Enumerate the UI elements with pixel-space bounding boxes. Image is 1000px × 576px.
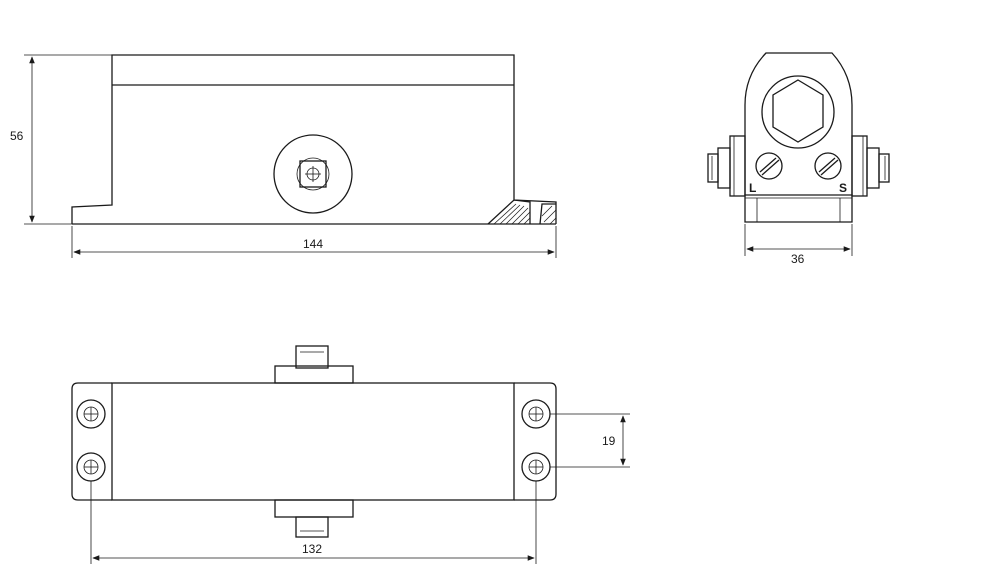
- dimension-label-width: 36: [791, 252, 805, 266]
- hatched-section: [487, 199, 557, 225]
- left-valve: [707, 135, 746, 197]
- end-view: L S 36: [707, 52, 890, 266]
- valve-mark-right: S: [839, 181, 847, 195]
- mounting-hole-bottom-left: [76, 452, 106, 482]
- dimension-label-hole-spacing-vertical: 19: [602, 434, 616, 448]
- dimension-label-hole-spacing-horizontal: 132: [302, 542, 322, 556]
- right-valve: [851, 135, 890, 197]
- side-view: 56 144: [10, 54, 557, 258]
- screw-left: [755, 152, 783, 180]
- mounting-hole-bottom-right: [521, 452, 551, 482]
- top-view: 19 132: [71, 345, 630, 564]
- dimension-label-height: 56: [10, 129, 24, 143]
- hole-spacing-vertical-dimension: 19: [550, 413, 630, 468]
- length-dimension: 144: [71, 226, 557, 258]
- dimension-label-length: 144: [303, 237, 323, 251]
- mounting-hole-top-right: [521, 399, 551, 429]
- width-dimension: 36: [744, 224, 853, 266]
- spindle-circle: [273, 134, 353, 214]
- screw-right: [814, 152, 842, 180]
- height-dimension: 56: [10, 54, 112, 225]
- valve-mark-left: L: [749, 181, 756, 195]
- mounting-hole-top-left: [76, 399, 106, 429]
- hole-spacing-horizontal-dimension: 132: [90, 481, 537, 564]
